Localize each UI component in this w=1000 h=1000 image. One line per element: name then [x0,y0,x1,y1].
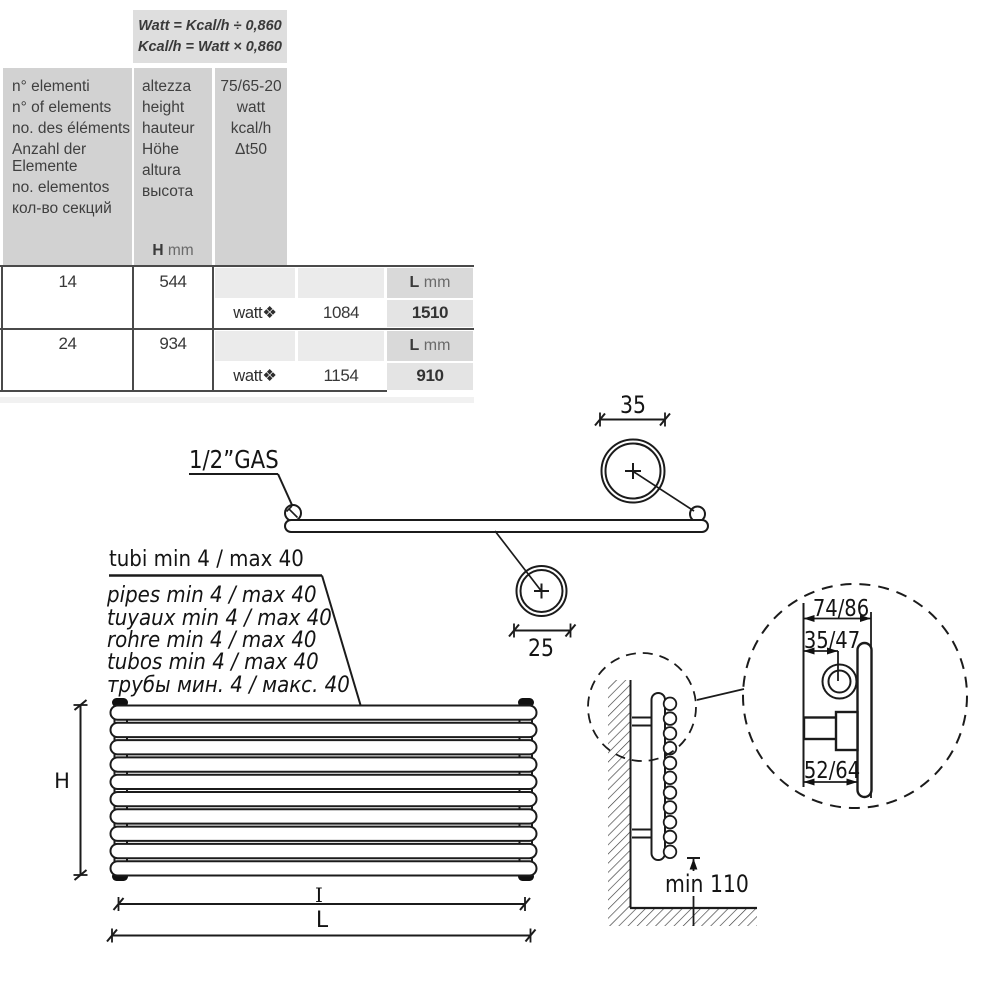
note-tubes-de: rohre min 4 / max 40 [107,628,317,653]
front-length-label: L [315,908,329,933]
cell-height-row2: 934 [134,330,212,390]
table-vline-left [1,265,3,392]
header-elements: n° elementi n° of elements no. des éléme… [3,68,132,265]
cell-wattlabel-row1: watt❖ [215,300,295,327]
dim-l-line [106,928,537,943]
spec-table: Watt = Kcal/h ÷ 0,860 Kcal/h = Watt × 0,… [0,0,480,410]
table-vline-c1 [132,265,134,392]
dim-25-label: 25 [528,634,554,662]
formula-line2: Kcal/h = Watt × 0,860 [138,39,282,55]
dim-min110-line [687,857,700,926]
side-view-linework [587,652,757,926]
cell-empty-2a [215,331,295,361]
detail-7486-label: 74/86 [812,596,870,622]
cell-wattlabel-row2: watt❖ [215,363,295,390]
note-tubes-ru: трубы мин. 4 / макс. 40 [107,672,350,698]
table-vline-c2 [212,265,214,392]
gas-connection-label: 1/2”GAS [189,445,279,474]
note-tubes-fr: tuyaux min 4 / max 40 [107,605,332,631]
formula-line1: Watt = Kcal/h ÷ 0,860 [138,18,282,34]
header-height: altezza height hauteur Höhe altura высот… [134,68,212,265]
notes-leader [109,574,362,706]
cell-lmm-row2: L mm [387,331,473,361]
height-unit: H mm [152,242,194,259]
cell-elements-row2: 24 [3,330,132,390]
detail-5264-label: 52/64 [803,758,861,784]
dim-25-line [508,623,577,638]
front-view-linework [73,698,538,943]
table-border-top [0,265,474,267]
note-tubes-en: pipes min 4 / max 40 [107,583,317,608]
cell-elements-row1: 14 [3,267,132,328]
floor-clearance-label: min 110 [665,870,749,898]
dim-5264-line [803,778,858,786]
cell-watt-row2: 1154 [298,363,384,390]
front-height-label: H [54,769,70,793]
top-view-linework [189,412,709,638]
detail-3547-label: 35/47 [803,628,861,654]
dim-7486-line [803,615,871,622]
dim-35-line [594,412,671,427]
note-tubes-es: tubos min 4 / max 40 [107,650,319,675]
detail-view-linework [742,583,968,809]
table-border-mid [0,328,474,330]
cell-lmm-row1: L mm [387,268,473,298]
cell-empty-1b [298,268,384,298]
cell-height-row1: 544 [134,267,212,328]
dim-h-line [73,699,88,881]
front-inner-length-label: I [315,883,323,907]
dim-3547-line [803,647,839,681]
table-footer-strip [0,397,474,403]
cell-watt-row1: 1084 [298,300,384,327]
dim-35-label: 35 [620,391,646,419]
cell-length-row1: 1510 [387,300,473,327]
note-tubes-it: tubi min 4 / max 40 [109,547,304,572]
table-border-bottom [0,390,387,392]
cell-empty-1a [215,268,295,298]
conversion-formula-box: Watt = Kcal/h ÷ 0,860 Kcal/h = Watt × 0,… [133,10,287,63]
dim-i-line [112,897,531,911]
header-output: 75/65-20 watt kcal/h Δt50 [215,68,287,265]
cell-length-row2: 910 [387,363,473,390]
cell-empty-2b [298,331,384,361]
